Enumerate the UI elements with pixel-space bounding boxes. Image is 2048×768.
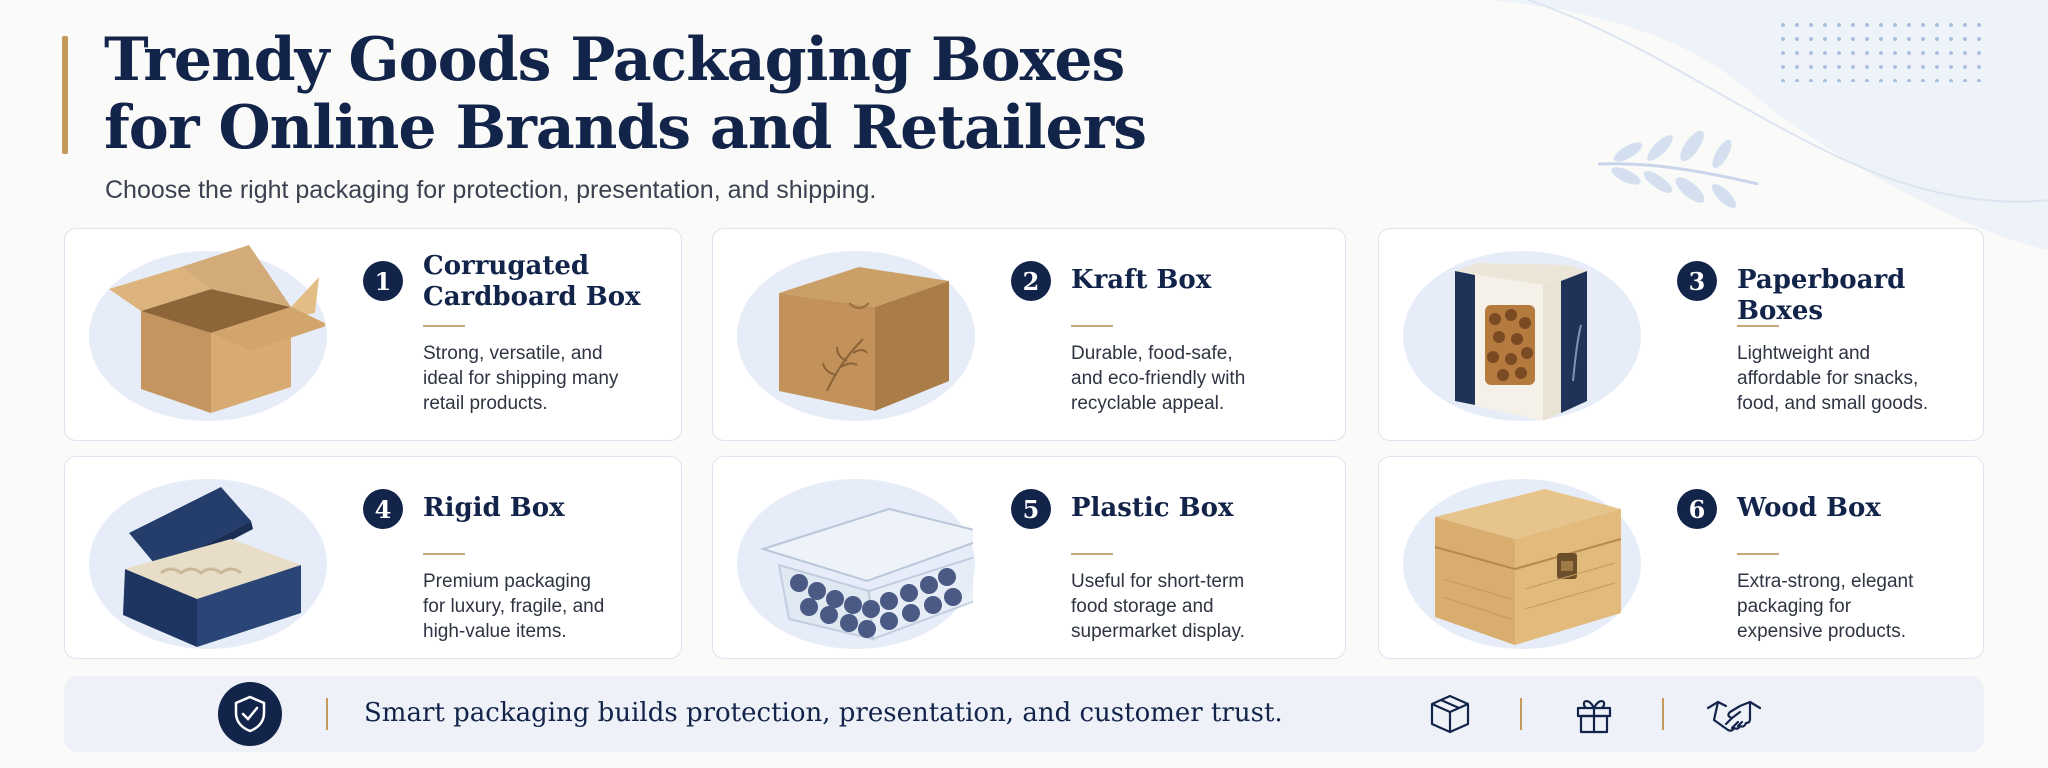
shield-check-icon — [218, 682, 282, 746]
card-description-line-2: affordable for snacks, — [1737, 368, 1919, 389]
card-description-line-3: food, and small goods. — [1737, 393, 1929, 414]
dot-grid-decoration — [1776, 18, 1982, 82]
card-description-line-1: Lightweight and — [1737, 343, 1871, 364]
card-description-line-1: Premium packaging — [423, 571, 591, 592]
footer-divider — [1662, 698, 1664, 730]
footer-divider — [1520, 698, 1522, 730]
card-plastic-box: 5 Plastic Box Useful for short-term food… — [712, 456, 1346, 659]
page-subtitle: Choose the right packaging for protectio… — [105, 176, 877, 204]
title-divider — [423, 553, 465, 555]
footer-banner: Smart packaging builds protection, prese… — [64, 676, 1984, 752]
card-number-badge: 1 — [363, 261, 403, 301]
card-description-line-2: for luxury, fragile, and — [423, 596, 605, 617]
page-title: Trendy Goods Packaging Boxes for Online … — [104, 26, 1204, 162]
card-number-badge: 3 — [1677, 261, 1717, 301]
card-paperboard-boxes: 3 Paperboard Boxes Lightweight and affor… — [1378, 228, 1984, 441]
card-title-line-2: Cardboard Box — [423, 282, 641, 312]
card-description-line-2: food storage and — [1071, 596, 1214, 617]
card-description-line-3: recyclable appeal. — [1071, 393, 1225, 414]
card-description-line-1: Durable, food-safe, — [1071, 343, 1233, 364]
footer-tagline: Smart packaging builds protection, prese… — [364, 698, 1283, 728]
card-description-line-1: Extra-strong, elegant — [1737, 571, 1914, 592]
page-title-line-2: for Online Brands and Retailers — [104, 93, 1147, 163]
card-description-line-2: packaging for — [1737, 596, 1852, 617]
card-description: Strong, versatile, and ideal for shippin… — [423, 341, 653, 416]
gift-icon — [1576, 700, 1612, 734]
card-corrugated-cardboard-box: 1 Corrugated Cardboard Box Strong, versa… — [64, 228, 682, 441]
card-title: Rigid Box — [423, 493, 565, 523]
card-description: Premium packaging for luxury, fragile, a… — [423, 569, 653, 644]
card-description-line-3: supermarket display. — [1071, 621, 1245, 642]
card-kraft-box: 2 Kraft Box Durable, food-safe, and eco-… — [712, 228, 1346, 441]
card-rigid-box: 4 Rigid Box Premium packaging for luxury… — [64, 456, 682, 659]
title-divider — [423, 325, 465, 327]
card-title: Kraft Box — [1071, 265, 1212, 295]
card-description: Useful for short-term food storage and s… — [1071, 569, 1301, 644]
rigid-box-image — [123, 487, 301, 647]
card-description: Durable, food-safe, and eco-friendly wit… — [1071, 341, 1301, 416]
title-divider — [1071, 553, 1113, 555]
card-description-line-2: ideal for shipping many — [423, 368, 619, 389]
card-number-badge: 4 — [363, 489, 403, 529]
kraft-box-image — [779, 267, 949, 411]
title-divider — [1071, 325, 1113, 327]
footer-divider — [326, 698, 328, 730]
card-number-badge: 2 — [1011, 261, 1051, 301]
card-title: Plastic Box — [1071, 493, 1234, 523]
card-wood-box: 6 Wood Box Extra-strong, elegant packagi… — [1378, 456, 1984, 659]
title-divider — [1737, 553, 1779, 555]
card-description-line-3: expensive products. — [1737, 621, 1906, 642]
package-icon — [1430, 694, 1470, 734]
card-title-line-1: Corrugated — [423, 251, 590, 281]
card-description-line-3: retail products. — [423, 393, 548, 414]
card-number-badge: 5 — [1011, 489, 1051, 529]
card-description-line-2: and eco-friendly with — [1071, 368, 1246, 389]
paperboard-box-image — [1455, 263, 1587, 421]
leaf-branch-decoration — [1597, 130, 1759, 209]
card-description: Lightweight and affordable for snacks, f… — [1737, 341, 1967, 416]
card-title: Wood Box — [1737, 493, 1881, 523]
card-title: Corrugated Cardboard Box — [423, 251, 663, 313]
card-description-line-3: high-value items. — [423, 621, 567, 642]
plastic-box-image — [759, 507, 973, 641]
card-number-badge: 6 — [1677, 489, 1717, 529]
wood-box-image — [1434, 489, 1622, 645]
card-description: Extra-strong, elegant packaging for expe… — [1737, 569, 1967, 644]
handshake-icon — [1706, 700, 1762, 732]
title-divider — [1737, 325, 1779, 327]
card-title: Paperboard Boxes — [1737, 265, 1906, 326]
corrugated-box-image — [109, 245, 325, 413]
card-description-line-1: Strong, versatile, and — [423, 343, 603, 364]
page-title-line-1: Trendy Goods Packaging Boxes — [104, 25, 1125, 95]
card-description-line-1: Useful for short-term — [1071, 571, 1245, 592]
title-accent-bar — [62, 36, 68, 154]
